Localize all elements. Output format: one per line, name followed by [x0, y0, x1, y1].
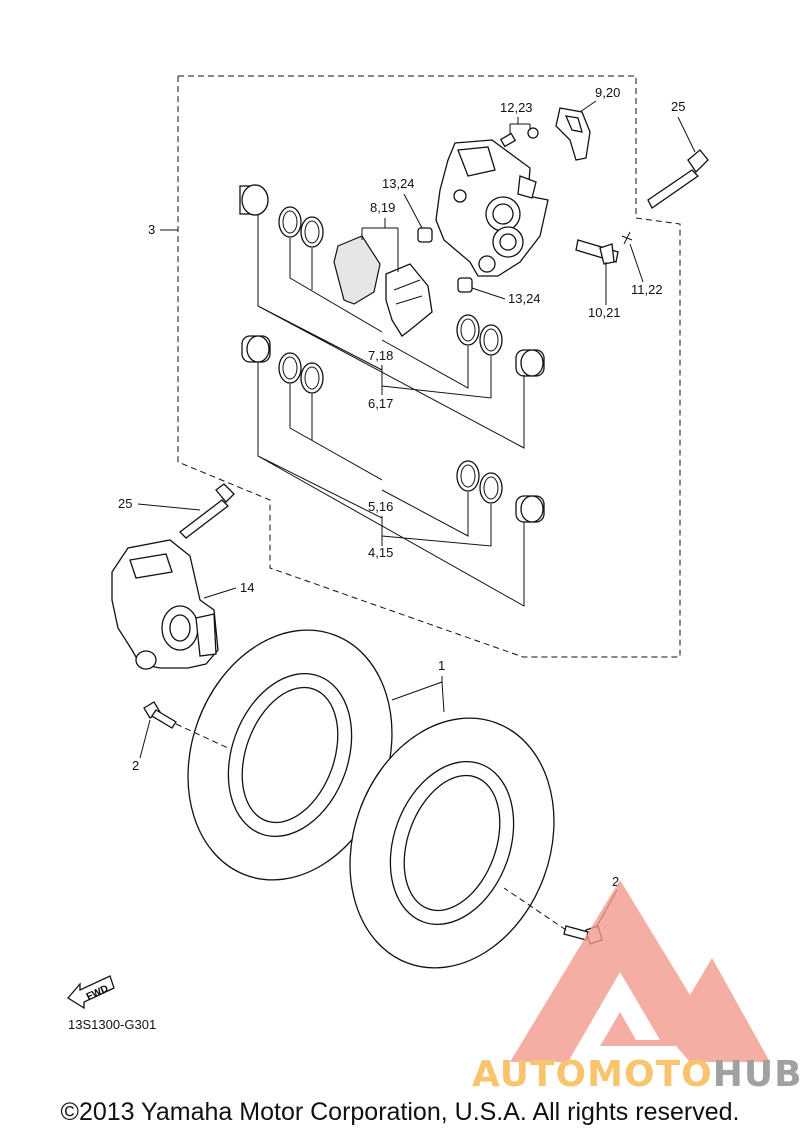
label-8-19: 8,19	[370, 200, 395, 215]
copyright-notice: ©2013 Yamaha Motor Corporation, U.S.A. A…	[60, 1098, 740, 1126]
label-12-23: 12,23	[500, 100, 533, 115]
bushing-upper	[417, 227, 433, 243]
label-25-top: 25	[671, 99, 685, 114]
diagram-code: 13S1300-G301	[68, 1017, 157, 1032]
piston-lower-right	[456, 460, 545, 523]
label-7-18: 7,18	[368, 348, 393, 363]
clip	[621, 231, 633, 245]
caliper-left	[111, 539, 219, 670]
assembly-boundary	[177, 75, 681, 658]
label-1: 1	[438, 658, 445, 673]
label-5-16: 5,16	[368, 499, 393, 514]
pad-spring	[555, 107, 591, 161]
watermark-part2: HUB	[713, 1054, 800, 1095]
caliper-bolt-top	[647, 149, 709, 209]
pad-pin	[575, 239, 619, 265]
label-2-right: 2	[612, 874, 619, 889]
label-2-left: 2	[132, 758, 139, 773]
caliper-bolt-left	[179, 483, 235, 539]
label-3: 3	[148, 222, 155, 237]
brake-pads	[333, 235, 433, 337]
label-13-24-lower: 13,24	[508, 291, 541, 306]
bushing-lower	[457, 277, 473, 293]
label-11-22: 11,22	[631, 282, 663, 297]
label-10-21: 10,21	[588, 305, 621, 320]
watermark-part1: AUTOMOTO	[472, 1054, 713, 1095]
label-9-20: 9,20	[595, 85, 620, 100]
label-6-17: 6,17	[368, 396, 393, 411]
fwd-arrow-icon: FWD	[67, 975, 115, 1010]
brake-disc-left	[187, 629, 393, 881]
label-14: 14	[240, 580, 254, 595]
label-25-left: 25	[118, 496, 132, 511]
brake-disc-right	[349, 717, 555, 969]
bleed-screw	[499, 127, 539, 148]
label-4-15: 4,15	[368, 545, 393, 560]
label-13-24-upper: 13,24	[382, 176, 415, 191]
disc-bolt-left	[143, 701, 177, 729]
piston-mid-right	[456, 314, 545, 377]
automotohub-watermark: AUTOMOTOHUB	[472, 880, 800, 1095]
piston-top-left	[239, 184, 324, 248]
caliper-upper	[435, 139, 549, 277]
piston-second-left	[241, 335, 324, 394]
watermark-text: AUTOMOTOHUB	[472, 1054, 800, 1095]
